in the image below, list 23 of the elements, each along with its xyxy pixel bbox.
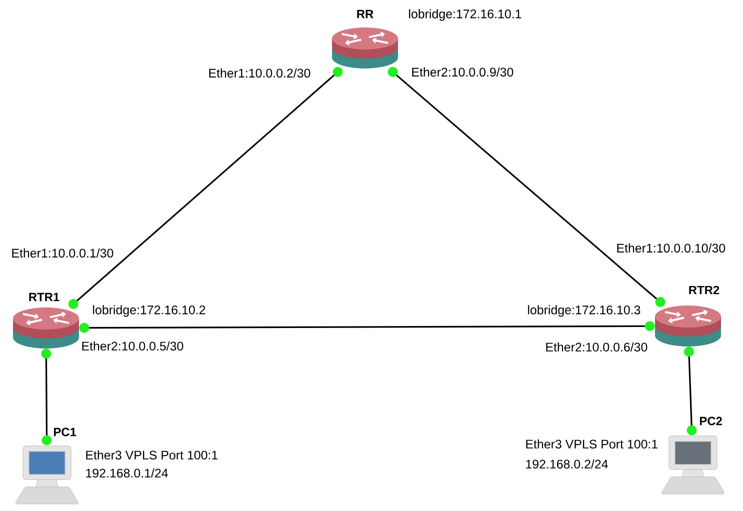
connection-line (684, 346, 697, 436)
address-label: 192.168.0.2/24 (526, 459, 608, 469)
address-label: lobridge:172.16.10.3 (528, 305, 640, 317)
address-label: lobridge:172.16.10.2 (93, 305, 206, 317)
address-label: lobridge:172.16.10.1 (409, 9, 522, 21)
device-label: PC2 (700, 416, 722, 426)
connection-line (68, 67, 343, 309)
device-label: PC1 (54, 428, 76, 436)
address-label: Ether2:10.0.0.9/30 (412, 67, 514, 77)
address-label: 192.168.0.1/24 (86, 468, 168, 478)
address-label: Ether2:10.0.0.5/30 (82, 341, 184, 351)
device-label: RR (357, 10, 374, 18)
port-label: Ether3 VPLS Port 100:1 (526, 439, 658, 449)
device-label: RTR2 (689, 286, 720, 294)
connection-line (388, 66, 666, 308)
connection-line (41, 348, 52, 446)
address-label: Ether1:10.0.0.10/30 (617, 243, 726, 253)
port-label: Ether3 VPLS Port 100:1 (86, 450, 218, 460)
connection-line (79, 321, 655, 333)
address-label: Ether1:10.0.0.1/30 (12, 248, 114, 258)
address-label: Ether1:10.0.0.2/30 (209, 68, 310, 78)
device-label: RTR1 (29, 292, 60, 302)
address-label: Ether2:10.0.0.6/30 (546, 342, 648, 352)
